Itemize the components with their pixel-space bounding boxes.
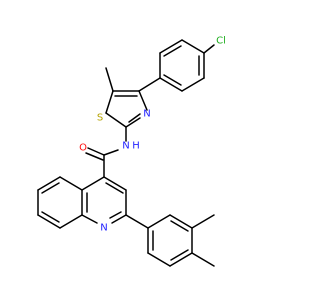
atom-oxygen: O (79, 143, 87, 154)
bond (81, 176, 105, 191)
bond (181, 39, 205, 54)
bond (105, 90, 114, 114)
bond (203, 44, 215, 54)
atom-nitrogen-quinoline: N (100, 223, 107, 234)
atom-nitrogen-amide: N (122, 141, 129, 152)
bond (85, 152, 104, 161)
bond (138, 90, 148, 111)
bond (159, 77, 183, 92)
bond (138, 77, 161, 92)
bond (105, 67, 114, 92)
bond (147, 252, 171, 267)
bond (163, 74, 182, 86)
bond (87, 147, 105, 156)
bond (147, 214, 171, 229)
bond (163, 45, 182, 57)
bond (125, 117, 141, 128)
atom-chlorine: Cl (216, 36, 226, 47)
bond (37, 214, 61, 229)
bond (125, 214, 149, 229)
bond (105, 182, 124, 194)
bond (59, 176, 83, 191)
bond (169, 214, 193, 229)
bond (191, 214, 215, 229)
bond (109, 211, 122, 219)
bond (37, 176, 61, 191)
atom-sulfur: S (97, 113, 103, 124)
bond (41, 211, 60, 223)
atom-nitrogen-thiazole: N (143, 109, 150, 120)
bond (41, 182, 60, 194)
bond (170, 249, 189, 261)
atom-labels: Cl S N N H O N (79, 36, 226, 234)
bond (105, 112, 127, 128)
bond (159, 39, 183, 54)
bond (103, 149, 119, 156)
bond (169, 252, 193, 267)
atom-hydrogen-amide: H (132, 141, 140, 152)
bond (103, 176, 127, 191)
bond-lines (37, 39, 215, 267)
bond (111, 214, 127, 224)
bond (181, 77, 205, 92)
bond (81, 214, 98, 224)
bond (170, 220, 189, 232)
bond (128, 113, 141, 123)
molecule-structure: Cl S N N H O N (37, 36, 226, 267)
bond (59, 214, 83, 229)
bond (191, 252, 215, 267)
